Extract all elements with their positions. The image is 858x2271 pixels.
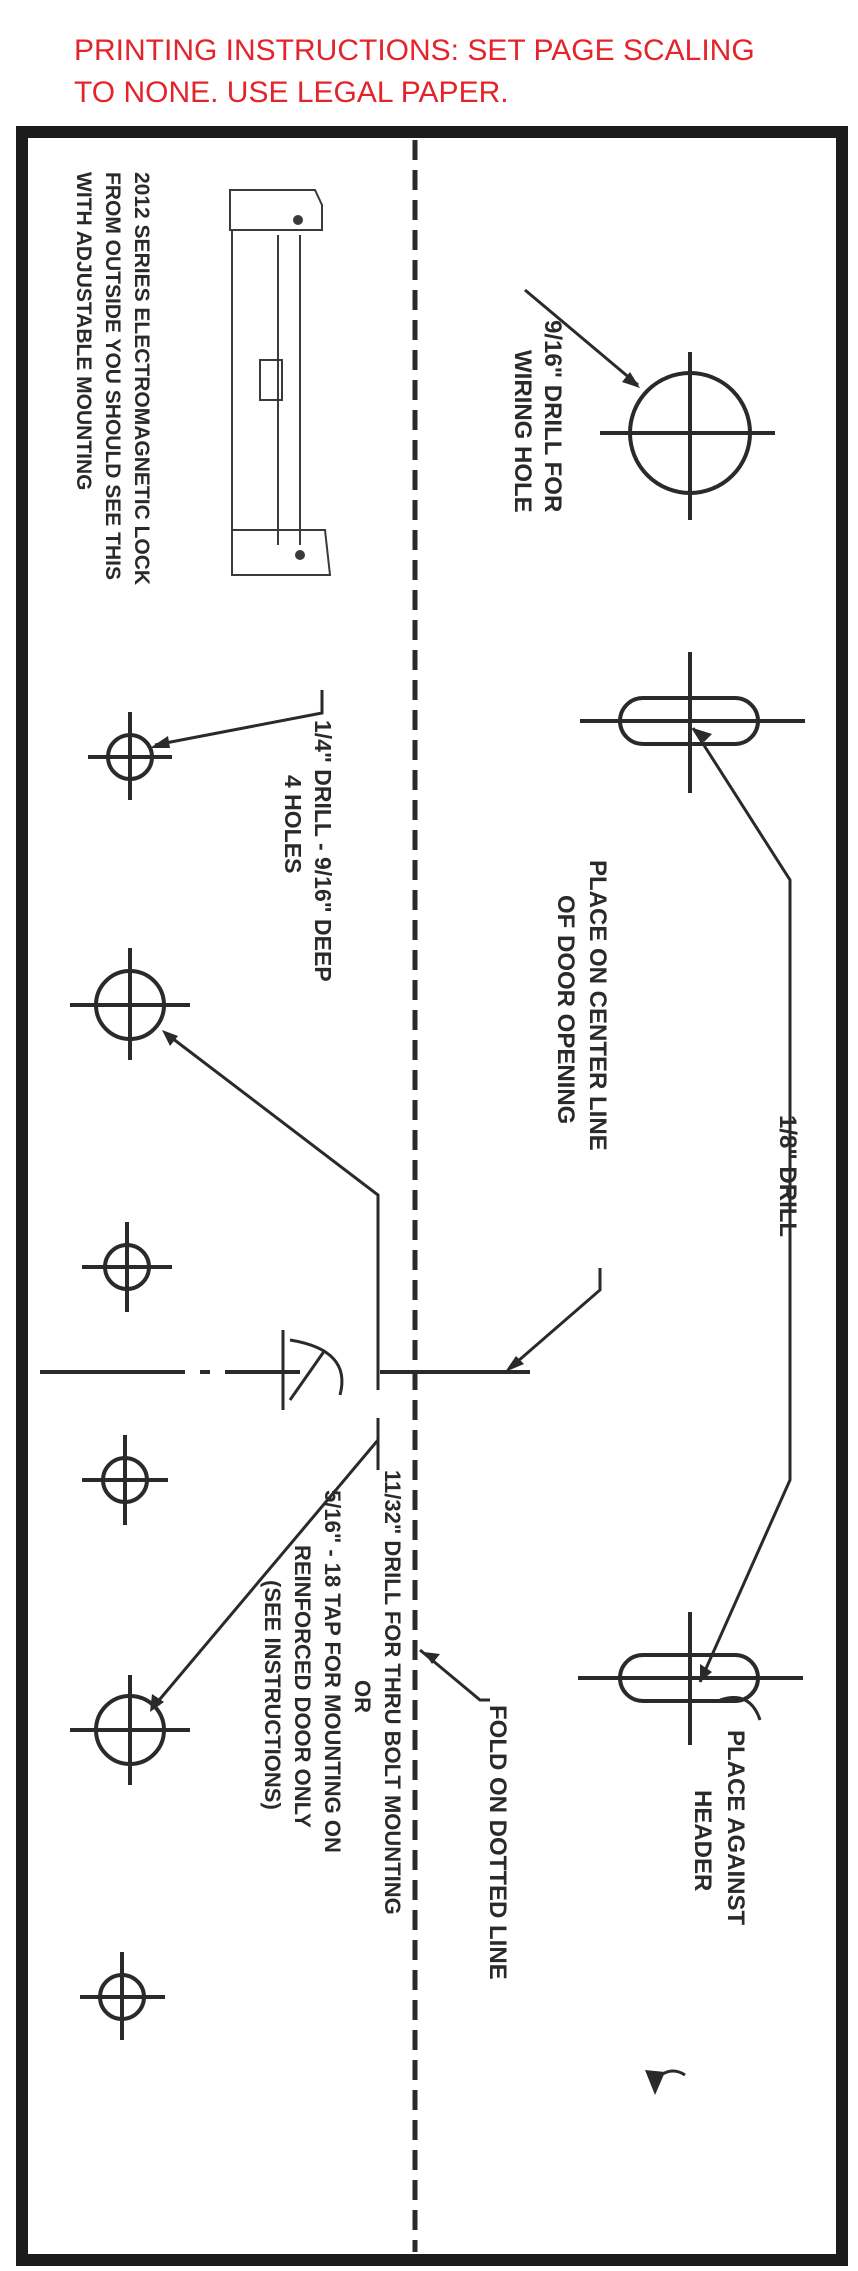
electromagnetic-lock-illustration <box>229 189 332 576</box>
eighth-drill-line-1: 1/8" DRILL <box>774 1115 801 1237</box>
quarter-drill-line-2: 4 HOLES <box>280 775 306 873</box>
quarter-hole-3 <box>82 1435 168 1525</box>
center-line-line-1: PLACE ON CENTER LINE <box>584 860 611 1151</box>
wiring-hole-marker <box>600 352 775 520</box>
center-line-label: PLACE ON CENTER LINE OF DOOR OPENING <box>552 860 611 1151</box>
wiring-hole-arrow-icon <box>622 372 640 388</box>
fold-line-leader <box>419 1648 490 1702</box>
printing-instructions: PRINTING INSTRUCTIONS: SET PAGE SCALING … <box>74 30 834 114</box>
lock-note-line-2: FROM OUTSIDE YOU SHOULD SEE THIS <box>101 172 124 580</box>
header-line-2: HEADER <box>689 1790 716 1891</box>
eighth-drill-label: 1/8" DRILL <box>774 1115 801 1237</box>
lock-note-line-3: WITH ADJUSTABLE MOUNTING <box>72 172 95 490</box>
header-line-1: PLACE AGAINST <box>722 1730 749 1925</box>
quarter-drill-label: 1/4" DRILL - 9/16" DEEP 4 HOLES <box>280 720 336 982</box>
wiring-hole-label: 9/16" DRILL FOR WIRING HOLE <box>509 320 566 513</box>
thru-bolt-leader-bottom <box>153 1418 380 1706</box>
door-swing-symbol <box>281 1330 344 1410</box>
center-line-line-2: OF DOOR OPENING <box>552 895 579 1124</box>
template-border <box>16 126 848 2266</box>
slot-hole-top <box>580 652 805 793</box>
eighth-drill-arrow-top-icon <box>693 728 712 742</box>
instructions-line-2: TO NONE. USE LEGAL PAPER. <box>74 76 509 109</box>
instructions-line-1: PRINTING INSTRUCTIONS: SET PAGE SCALING <box>74 34 755 67</box>
fold-line-label: FOLD ON DOTTED LINE <box>484 1705 511 1980</box>
center-line-leader <box>509 1268 602 1370</box>
thru-bolt-line-5: (SEE INSTRUCTIONS) <box>260 1580 285 1810</box>
thru-bolt-leader-top <box>167 1033 380 1200</box>
thru-bolt-hole-bottom <box>70 1675 190 1785</box>
wiring-hole-line-1: 9/16" DRILL FOR <box>539 320 566 512</box>
lock-note-label: 2012 SERIES ELECTROMAGNETIC LOCK FROM OU… <box>72 172 153 585</box>
header-label: PLACE AGAINST HEADER <box>689 1730 749 1925</box>
thru-bolt-arrow-bottom-icon <box>150 1694 164 1712</box>
thru-bolt-line-4: REINFORCED DOOR ONLY <box>290 1545 315 1828</box>
quarter-drill-leader <box>154 690 324 747</box>
center-line-arrow-icon <box>505 1356 524 1372</box>
slot-hole-bottom <box>578 1612 803 1745</box>
quarter-hole-4 <box>80 1952 165 2040</box>
thru-bolt-arrow-top-icon <box>162 1030 178 1046</box>
wiring-hole-leader <box>524 288 639 387</box>
quarter-drill-arrow-icon <box>150 736 170 748</box>
thru-bolt-line-1: 11/32" DRILL FOR THRU BOLT MOUNTING <box>380 1470 405 1915</box>
quarter-hole-1 <box>88 712 172 800</box>
thru-bolt-label: 11/32" DRILL FOR THRU BOLT MOUNTING OR 5… <box>260 1470 405 1915</box>
header-arrow-icon <box>645 2070 665 2095</box>
eighth-drill-leader <box>691 727 792 1683</box>
lock-note-line-1: 2012 SERIES ELECTROMAGNETIC LOCK <box>130 172 153 585</box>
thru-bolt-line-2: OR <box>350 1680 375 1713</box>
quarter-hole-2 <box>82 1222 172 1312</box>
quarter-drill-line-1: 1/4" DRILL - 9/16" DEEP <box>310 720 336 982</box>
wiring-hole-line-2: WIRING HOLE <box>509 350 536 513</box>
thru-bolt-line-3: 5/16" - 18 TAP FOR MOUNTING ON <box>320 1490 345 1853</box>
fold-line-line-1: FOLD ON DOTTED LINE <box>484 1705 511 1980</box>
eighth-drill-arrow-bottom-icon <box>700 1664 712 1682</box>
fold-line-arrow-icon <box>424 1652 440 1664</box>
thru-bolt-hole-top <box>70 948 190 1060</box>
header-curl-top-icon <box>719 1696 762 1721</box>
